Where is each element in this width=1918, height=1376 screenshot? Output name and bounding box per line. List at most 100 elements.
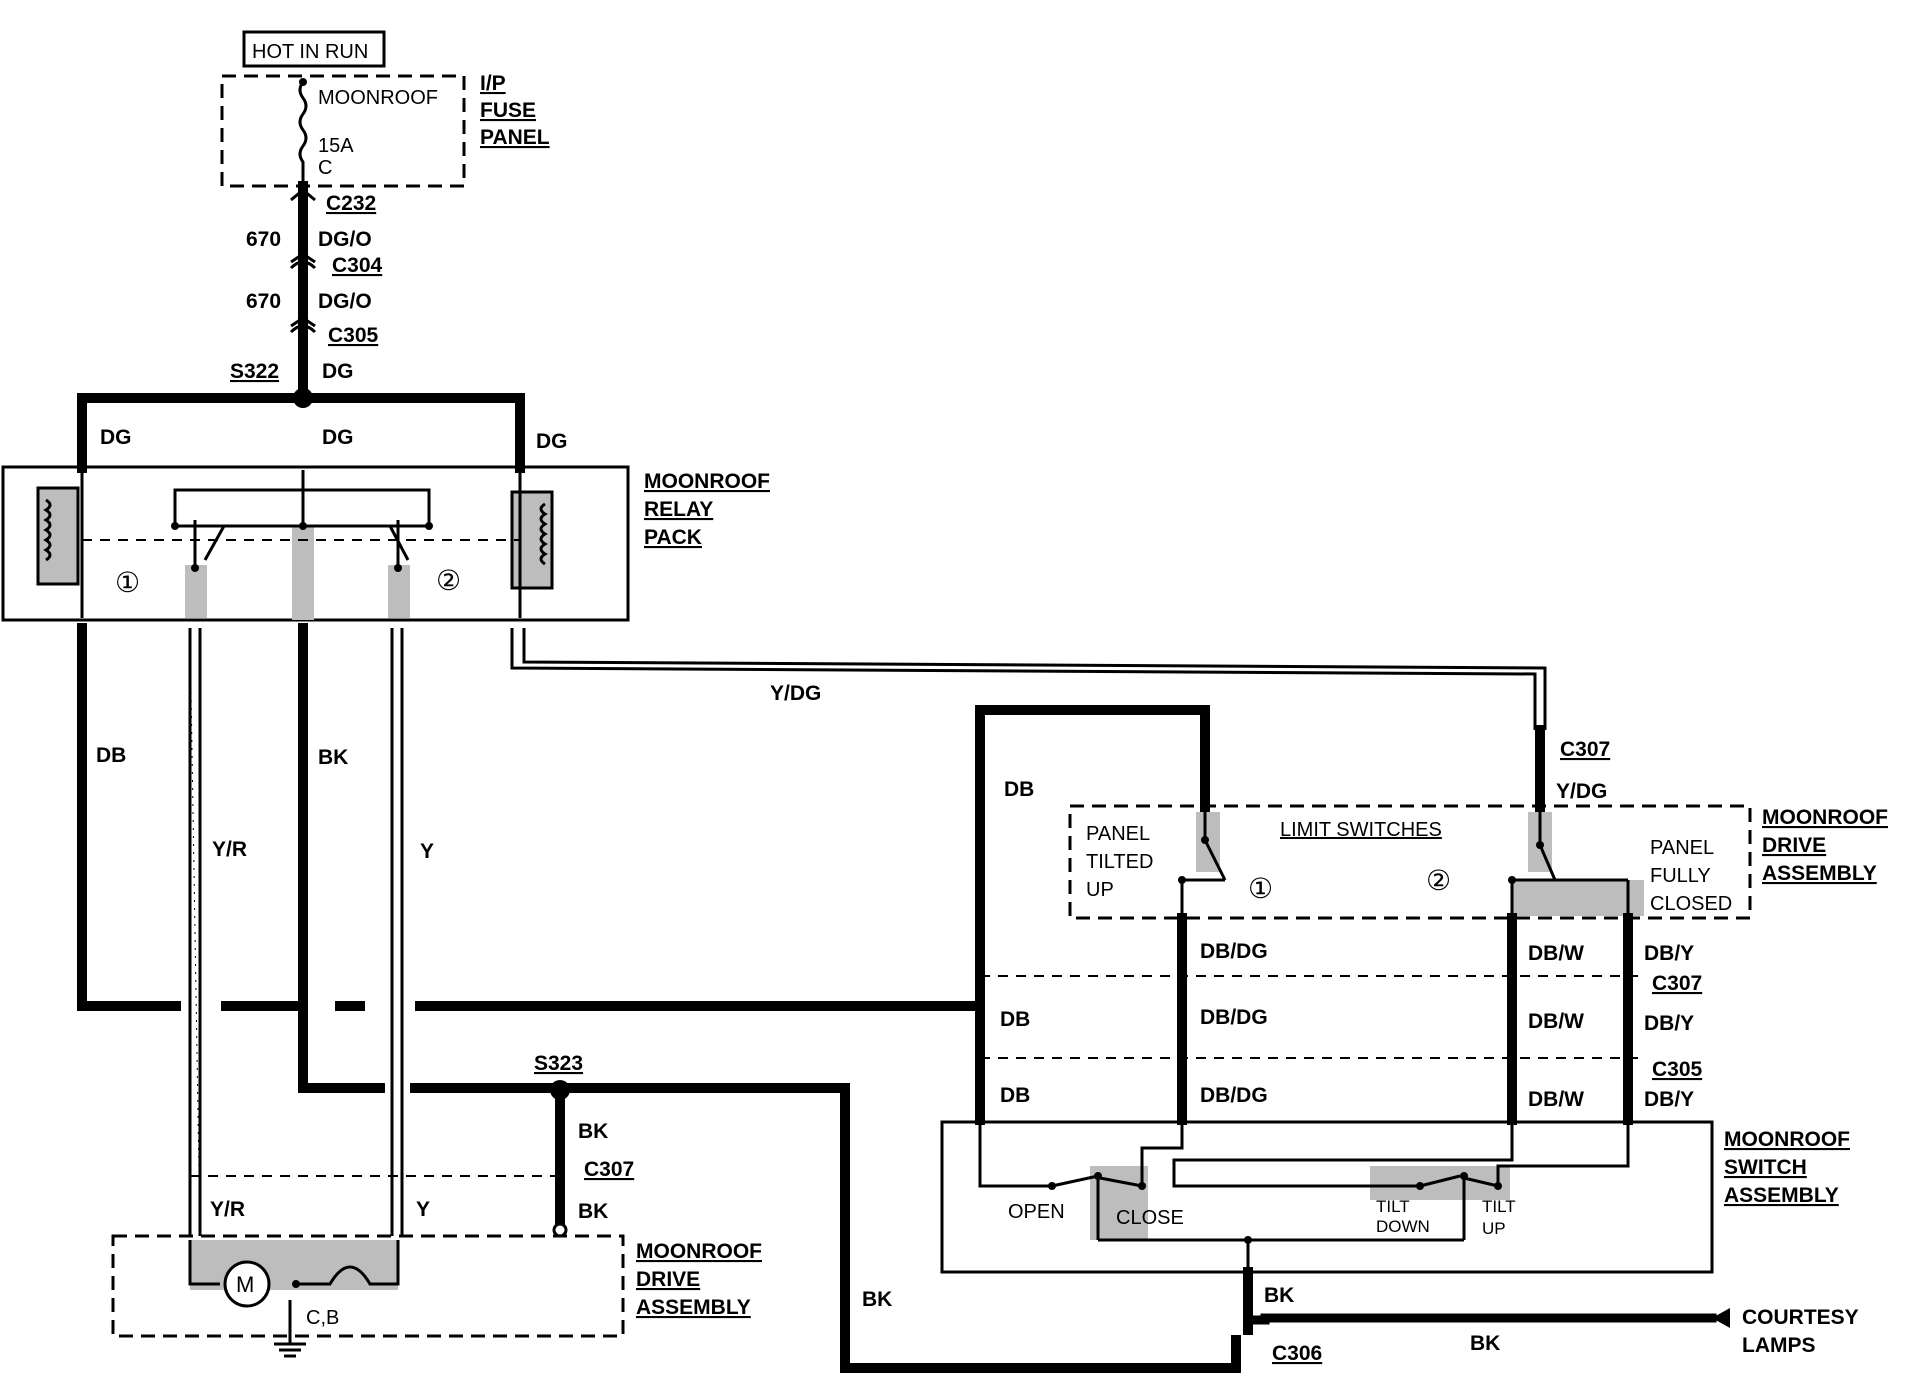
- switch-assembly-box: [940, 1120, 1714, 1274]
- switch-assembly-title-1: MOONROOF: [1724, 1128, 1850, 1151]
- wire-dby-1: DB/Y: [1644, 942, 1694, 965]
- relay-2-marker: ②: [436, 565, 461, 596]
- connector-c305-symbol: [289, 316, 317, 334]
- wire-dbdg-2: DB/DG: [1200, 1006, 1268, 1029]
- fuse-rating: 15A: [318, 135, 354, 157]
- wire-dg-left: DG: [100, 426, 132, 449]
- limit-switch-2-marker: ②: [1426, 865, 1451, 896]
- wire-bk-courtesy: BK: [1470, 1332, 1500, 1355]
- connector-c307-right: C307: [1560, 738, 1610, 761]
- relay-1-marker: ①: [115, 567, 140, 598]
- courtesy-label-1: COURTESY: [1742, 1306, 1859, 1329]
- wire-dby-3: DB/Y: [1644, 1088, 1694, 1111]
- connector-c306-bottom: C306: [1272, 1342, 1322, 1365]
- wire-dbdg-1: DB/DG: [1200, 940, 1268, 963]
- wire-db-right-top: DB: [1004, 778, 1034, 801]
- courtesy-arrow-icon: [1712, 1308, 1730, 1328]
- connector-c305-top: C305: [328, 324, 379, 347]
- wire-dg-o-a: DG/O: [318, 228, 372, 251]
- relay-pack-title-2: RELAY: [644, 498, 713, 521]
- wire-bk-long: BK: [862, 1288, 892, 1311]
- switch-tilt-up-1: TILT: [1482, 1197, 1516, 1216]
- switch-tilt-up-2: UP: [1482, 1219, 1506, 1238]
- wire-dbdg-3: DB/DG: [1200, 1084, 1268, 1107]
- limit-switch-internals: [1178, 810, 1644, 940]
- panel-closed-3: CLOSED: [1650, 893, 1732, 915]
- drive-bottom-title-1: MOONROOF: [636, 1240, 762, 1263]
- wire-dby-2: DB/Y: [1644, 1012, 1694, 1035]
- switch-tilt-down-2: DOWN: [1376, 1217, 1430, 1236]
- panel-tilted-3: UP: [1086, 879, 1114, 901]
- switch-assembly-title-2: SWITCH: [1724, 1156, 1807, 1179]
- splice-s322-dot: [293, 388, 313, 408]
- wire-dbw-3: DB/W: [1528, 1088, 1584, 1111]
- wire-670-a: 670: [246, 228, 281, 251]
- bk-wire-left: [298, 623, 565, 1093]
- panel-tilted-2: TILTED: [1086, 851, 1153, 873]
- y-wire: [390, 628, 404, 1236]
- motor-label: M: [236, 1272, 254, 1297]
- ground-label: C,B: [306, 1307, 339, 1329]
- relay-pack-box: [1, 465, 630, 622]
- switch-assembly-internals: [978, 1122, 1630, 1272]
- drive-bottom-title-3: ASSEMBLY: [636, 1296, 751, 1319]
- relay-pack-title-1: MOONROOF: [644, 470, 770, 493]
- panel-tilted-1: PANEL: [1086, 823, 1150, 845]
- fuse-name: MOONROOF: [318, 87, 438, 109]
- fuse-panel-title-1: I/P: [480, 72, 506, 95]
- wire-bk-switch: BK: [1264, 1284, 1294, 1307]
- wire-bk-left: BK: [318, 746, 348, 769]
- fuse-panel-box: [220, 74, 466, 188]
- fuse-panel-title-3: PANEL: [480, 126, 550, 149]
- connector-c304: C304: [332, 254, 383, 277]
- wire-db-3: DB: [1000, 1084, 1030, 1107]
- wire-bk-c307: BK: [578, 1200, 608, 1223]
- wire-dg-right: DG: [536, 430, 568, 453]
- limit-switch-1-marker: ①: [1248, 873, 1273, 904]
- drive-top-title-2: DRIVE: [1762, 834, 1826, 857]
- drive-bottom-title-2: DRIVE: [636, 1268, 700, 1291]
- hot-in-run-box: [242, 30, 386, 68]
- bk-wire-long: [555, 1083, 1241, 1373]
- db-wire-right-loop: [975, 705, 1210, 1011]
- ydg-wire-horizontal: [510, 628, 1547, 730]
- wire-y-left: Y: [420, 840, 434, 863]
- wire-ydg-horizontal: Y/DG: [770, 682, 821, 705]
- motor-circuit: [188, 1240, 400, 1358]
- switch-assembly-title-3: ASSEMBLY: [1724, 1184, 1839, 1207]
- fuse-panel-title-2: FUSE: [480, 99, 536, 122]
- connector-c307-mid: C307: [1652, 972, 1702, 995]
- fuse-symbol: [298, 78, 308, 190]
- wire-dg-center: DG: [322, 426, 354, 449]
- wire-y-bottom: Y: [416, 1198, 430, 1221]
- limit-switches-label: LIMIT SWITCHES: [1280, 819, 1442, 841]
- limit-switch-box: [1068, 804, 1752, 920]
- panel-closed-1: PANEL: [1650, 837, 1714, 859]
- connector-c232: C232: [326, 192, 376, 215]
- dg-distribution-wire: [77, 393, 525, 473]
- bk-wire-courtesy: [1243, 1313, 1717, 1325]
- wire-ydg-right: Y/DG: [1556, 780, 1607, 803]
- wire-yr-left: Y/R: [212, 838, 247, 861]
- hot-in-run-label: HOT IN RUN: [252, 41, 368, 63]
- splice-s323: S323: [534, 1052, 583, 1075]
- fuse-terminal: C: [318, 157, 332, 179]
- panel-closed-2: FULLY: [1650, 865, 1711, 887]
- courtesy-label-2: LAMPS: [1742, 1334, 1816, 1357]
- drive-assembly-bottom-box: [111, 1234, 625, 1338]
- bk-terminal: [552, 1222, 568, 1238]
- drive-top-title-3: ASSEMBLY: [1762, 862, 1877, 885]
- wire-db-2: DB: [1000, 1008, 1030, 1031]
- wire-dbw-1: DB/W: [1528, 942, 1584, 965]
- switch-close-label: CLOSE: [1116, 1207, 1184, 1229]
- wire-bk-s323: BK: [578, 1120, 608, 1143]
- relay-pack-title-3: PACK: [644, 526, 702, 549]
- wire-yr-bottom: Y/R: [210, 1198, 245, 1221]
- wire-670-b: 670: [246, 290, 281, 313]
- wire-db-left: DB: [96, 744, 126, 767]
- yr-wire: [188, 627, 202, 1237]
- switch-tilt-down-1: TILT: [1376, 1197, 1410, 1216]
- wire-dbw-2: DB/W: [1528, 1010, 1584, 1033]
- relay-pack-internals: [36, 470, 554, 620]
